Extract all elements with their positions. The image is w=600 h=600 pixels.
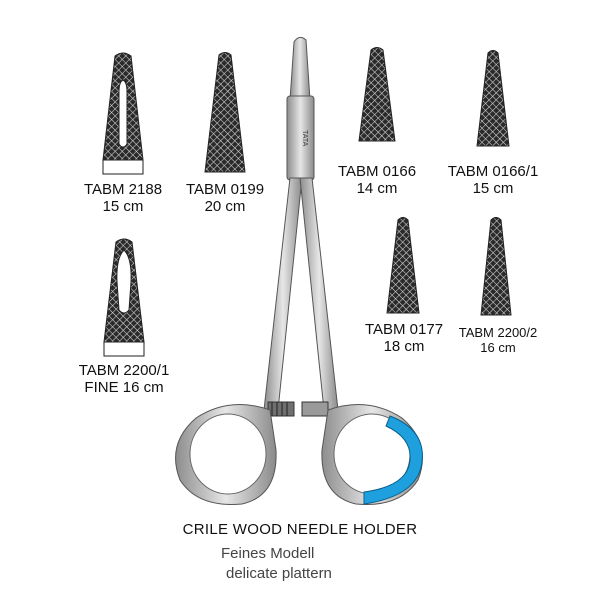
tip-size: 16 cm	[480, 339, 516, 355]
tip-size: FINE 16 cm	[84, 379, 164, 397]
tip-tabm-0166-1-image	[476, 50, 510, 147]
tip-tabm-0166-image	[358, 47, 396, 142]
subtitle-english: delicate plattern	[226, 565, 332, 582]
tip-code: TABM 0166	[337, 163, 417, 180]
tip-tabm-0177-label: TABM 0177 18 cm	[352, 321, 456, 356]
brand-engraving: TATA	[301, 130, 308, 147]
needle-holder-image: TATA	[175, 36, 423, 505]
tip-size: 15 cm	[102, 198, 144, 216]
tip-code: TABM 2200/2	[458, 325, 538, 340]
tip-code: TABM 0177	[364, 321, 444, 338]
tip-tabm-0166-1-label: TABM 0166/1 15 cm	[435, 163, 551, 198]
tip-code: TABM 2200/1	[78, 362, 170, 379]
ring-accent	[363, 415, 423, 505]
tip-tabm-2200-1-label: TABM 2200/1 FINE 16 cm	[70, 362, 178, 397]
tip-tabm-0199-image	[204, 52, 246, 173]
tip-size: 18 cm	[383, 338, 425, 356]
tip-tabm-0166-label: TABM 0166 14 cm	[322, 163, 432, 198]
subtitle-german: Feines Modell	[221, 545, 315, 562]
tip-size: 14 cm	[356, 180, 398, 198]
tip-tabm-2200-1-image	[103, 238, 145, 357]
product-title: CRILE WOOD NEEDLE HOLDER	[182, 521, 418, 538]
tip-code: TABM 0199	[185, 181, 265, 198]
tip-size: 20 cm	[204, 198, 246, 216]
tip-tabm-2200-2-label: TABM 2200/2 16 cm	[448, 325, 548, 356]
tip-tabm-0199-label: TABM 0199 20 cm	[172, 181, 278, 216]
tip-tabm-2200-2-image	[480, 217, 512, 316]
tip-code: TABM 0166/1	[447, 163, 539, 180]
tip-tabm-2188-image	[102, 52, 144, 175]
tip-tabm-2188-label: TABM 2188 15 cm	[70, 181, 176, 216]
tip-code: TABM 2188	[83, 181, 163, 198]
tip-tabm-0177-image	[386, 217, 420, 314]
tip-size: 15 cm	[472, 180, 514, 198]
